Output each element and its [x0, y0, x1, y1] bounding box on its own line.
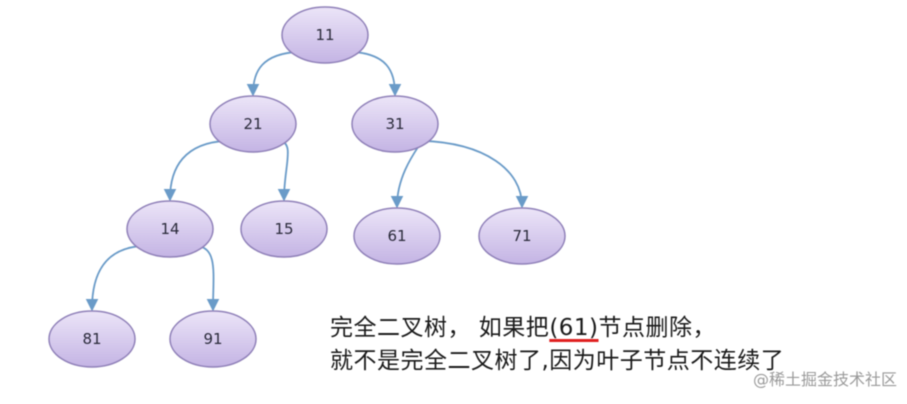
tree-node-31-shape: [351, 95, 439, 153]
edge-21-to-14: [163, 139, 227, 202]
tree-node-21-shape: [209, 95, 297, 153]
tree-node-15: 15: [240, 200, 328, 258]
tree-node-14: 14: [126, 200, 214, 258]
edge-14-to-81: [85, 244, 144, 312]
watermark: @稀土掘金技术社区: [752, 370, 897, 389]
tree-node-81: 81: [48, 310, 136, 368]
edge-31-to-71: [421, 139, 529, 209]
tree-node-91-label: 91: [203, 330, 222, 348]
tree-node-15-label: 15: [274, 220, 293, 238]
tree-node-21-label: 21: [243, 115, 262, 133]
tree-node-14-label: 14: [160, 220, 179, 238]
edge-11-to-31: [351, 50, 402, 97]
tree-node-11-shape: [281, 6, 369, 64]
edge-21-to-15: [277, 139, 291, 202]
tree-node-91: 91: [169, 310, 257, 368]
tree-node-31-label: 31: [385, 115, 404, 133]
tree-node-14-shape: [126, 200, 214, 258]
tree-node-71-label: 71: [512, 227, 531, 245]
caption-line1-suffix: 节点删除，: [598, 315, 717, 341]
tree-node-61-shape: [353, 207, 441, 265]
caption-line-1: 完全二叉树， 如果把(61)节点删除，: [330, 308, 716, 342]
edge-11-to-21: [246, 50, 299, 97]
tree-node-61-label: 61: [387, 227, 406, 245]
tree-node-71: 71: [478, 207, 566, 265]
tree-node-71-shape: [478, 207, 566, 265]
tree-node-81-shape: [48, 310, 136, 368]
tree-node-61: 61: [353, 207, 441, 265]
tree-node-81-label: 81: [82, 330, 101, 348]
caption-highlight-61: (61): [549, 315, 599, 341]
tree-node-15-shape: [240, 200, 328, 258]
nodes-layer: 11 21 31 14 15 61 71 81 91: [48, 6, 566, 368]
caption-line-2: 就不是完全二叉树了,因为叶子节点不连续了: [330, 348, 785, 374]
tree-node-31: 31: [351, 95, 439, 153]
tree-node-11: 11: [281, 6, 369, 64]
caption-line1-prefix: 完全二叉树， 如果把: [330, 315, 550, 341]
tree-node-11-label: 11: [315, 26, 334, 44]
tree-node-21: 21: [209, 95, 297, 153]
edge-14-to-91: [196, 244, 220, 312]
tree-node-91-shape: [169, 310, 257, 368]
edges-layer: [85, 50, 529, 312]
